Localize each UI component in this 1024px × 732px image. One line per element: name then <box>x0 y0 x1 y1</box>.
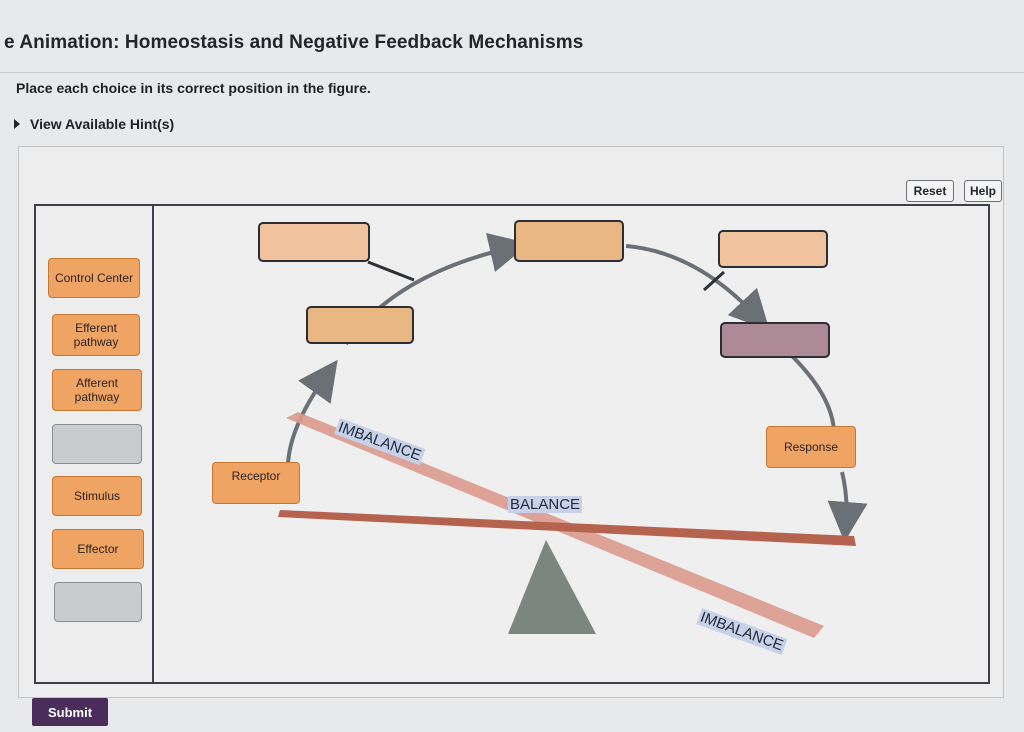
placed-label-receptor[interactable]: Receptor <box>212 462 300 504</box>
choice-effector[interactable]: Effector <box>52 529 144 569</box>
submit-button[interactable]: Submit <box>32 698 108 726</box>
leader-line-right <box>702 270 726 292</box>
leader-line-left <box>367 260 415 282</box>
reset-button[interactable]: Reset <box>906 180 954 202</box>
choice-afferent-pathway[interactable]: Afferent pathway <box>52 369 142 411</box>
labeling-frame: Control Center Efferent pathway Afferent… <box>34 204 990 684</box>
feedback-loop-diagram <box>278 232 868 638</box>
help-button[interactable]: Help <box>964 180 1002 202</box>
choices-column: Control Center Efferent pathway Afferent… <box>36 206 154 682</box>
view-hints-label: View Available Hint(s) <box>30 116 175 132</box>
balance-beam <box>278 510 856 546</box>
drop-target-afferent[interactable] <box>306 306 414 344</box>
choice-efferent-pathway[interactable]: Efferent pathway <box>52 314 140 356</box>
placed-label-response[interactable]: Response <box>766 426 856 468</box>
balance-label: BALANCE <box>508 496 583 513</box>
arrow-control-to-efferent <box>625 244 770 331</box>
choice-slot-empty <box>54 582 142 622</box>
arrow-efferent-to-response <box>790 354 836 432</box>
view-hints-toggle[interactable]: View Available Hint(s) <box>14 116 174 132</box>
drop-target-efferent[interactable] <box>720 322 830 358</box>
arrow-response-to-balance <box>827 471 868 542</box>
drop-target-control-center[interactable] <box>514 220 624 262</box>
choice-stimulus[interactable]: Stimulus <box>52 476 142 516</box>
fulcrum-triangle <box>508 540 596 634</box>
choice-control-center[interactable]: Control Center <box>48 258 140 298</box>
instructions-text: Place each choice in its correct positio… <box>16 80 371 96</box>
caret-right-icon <box>14 119 20 129</box>
diagram-area: Receptor Response IMBALANCE BALANCE IMBA… <box>156 206 988 682</box>
page-title: e Animation: Homeostasis and Negative Fe… <box>4 32 584 53</box>
title-divider <box>0 72 1024 73</box>
drop-target-top-right[interactable] <box>718 230 828 268</box>
choice-slot-empty <box>52 424 142 464</box>
drop-target-top-left[interactable] <box>258 222 370 262</box>
